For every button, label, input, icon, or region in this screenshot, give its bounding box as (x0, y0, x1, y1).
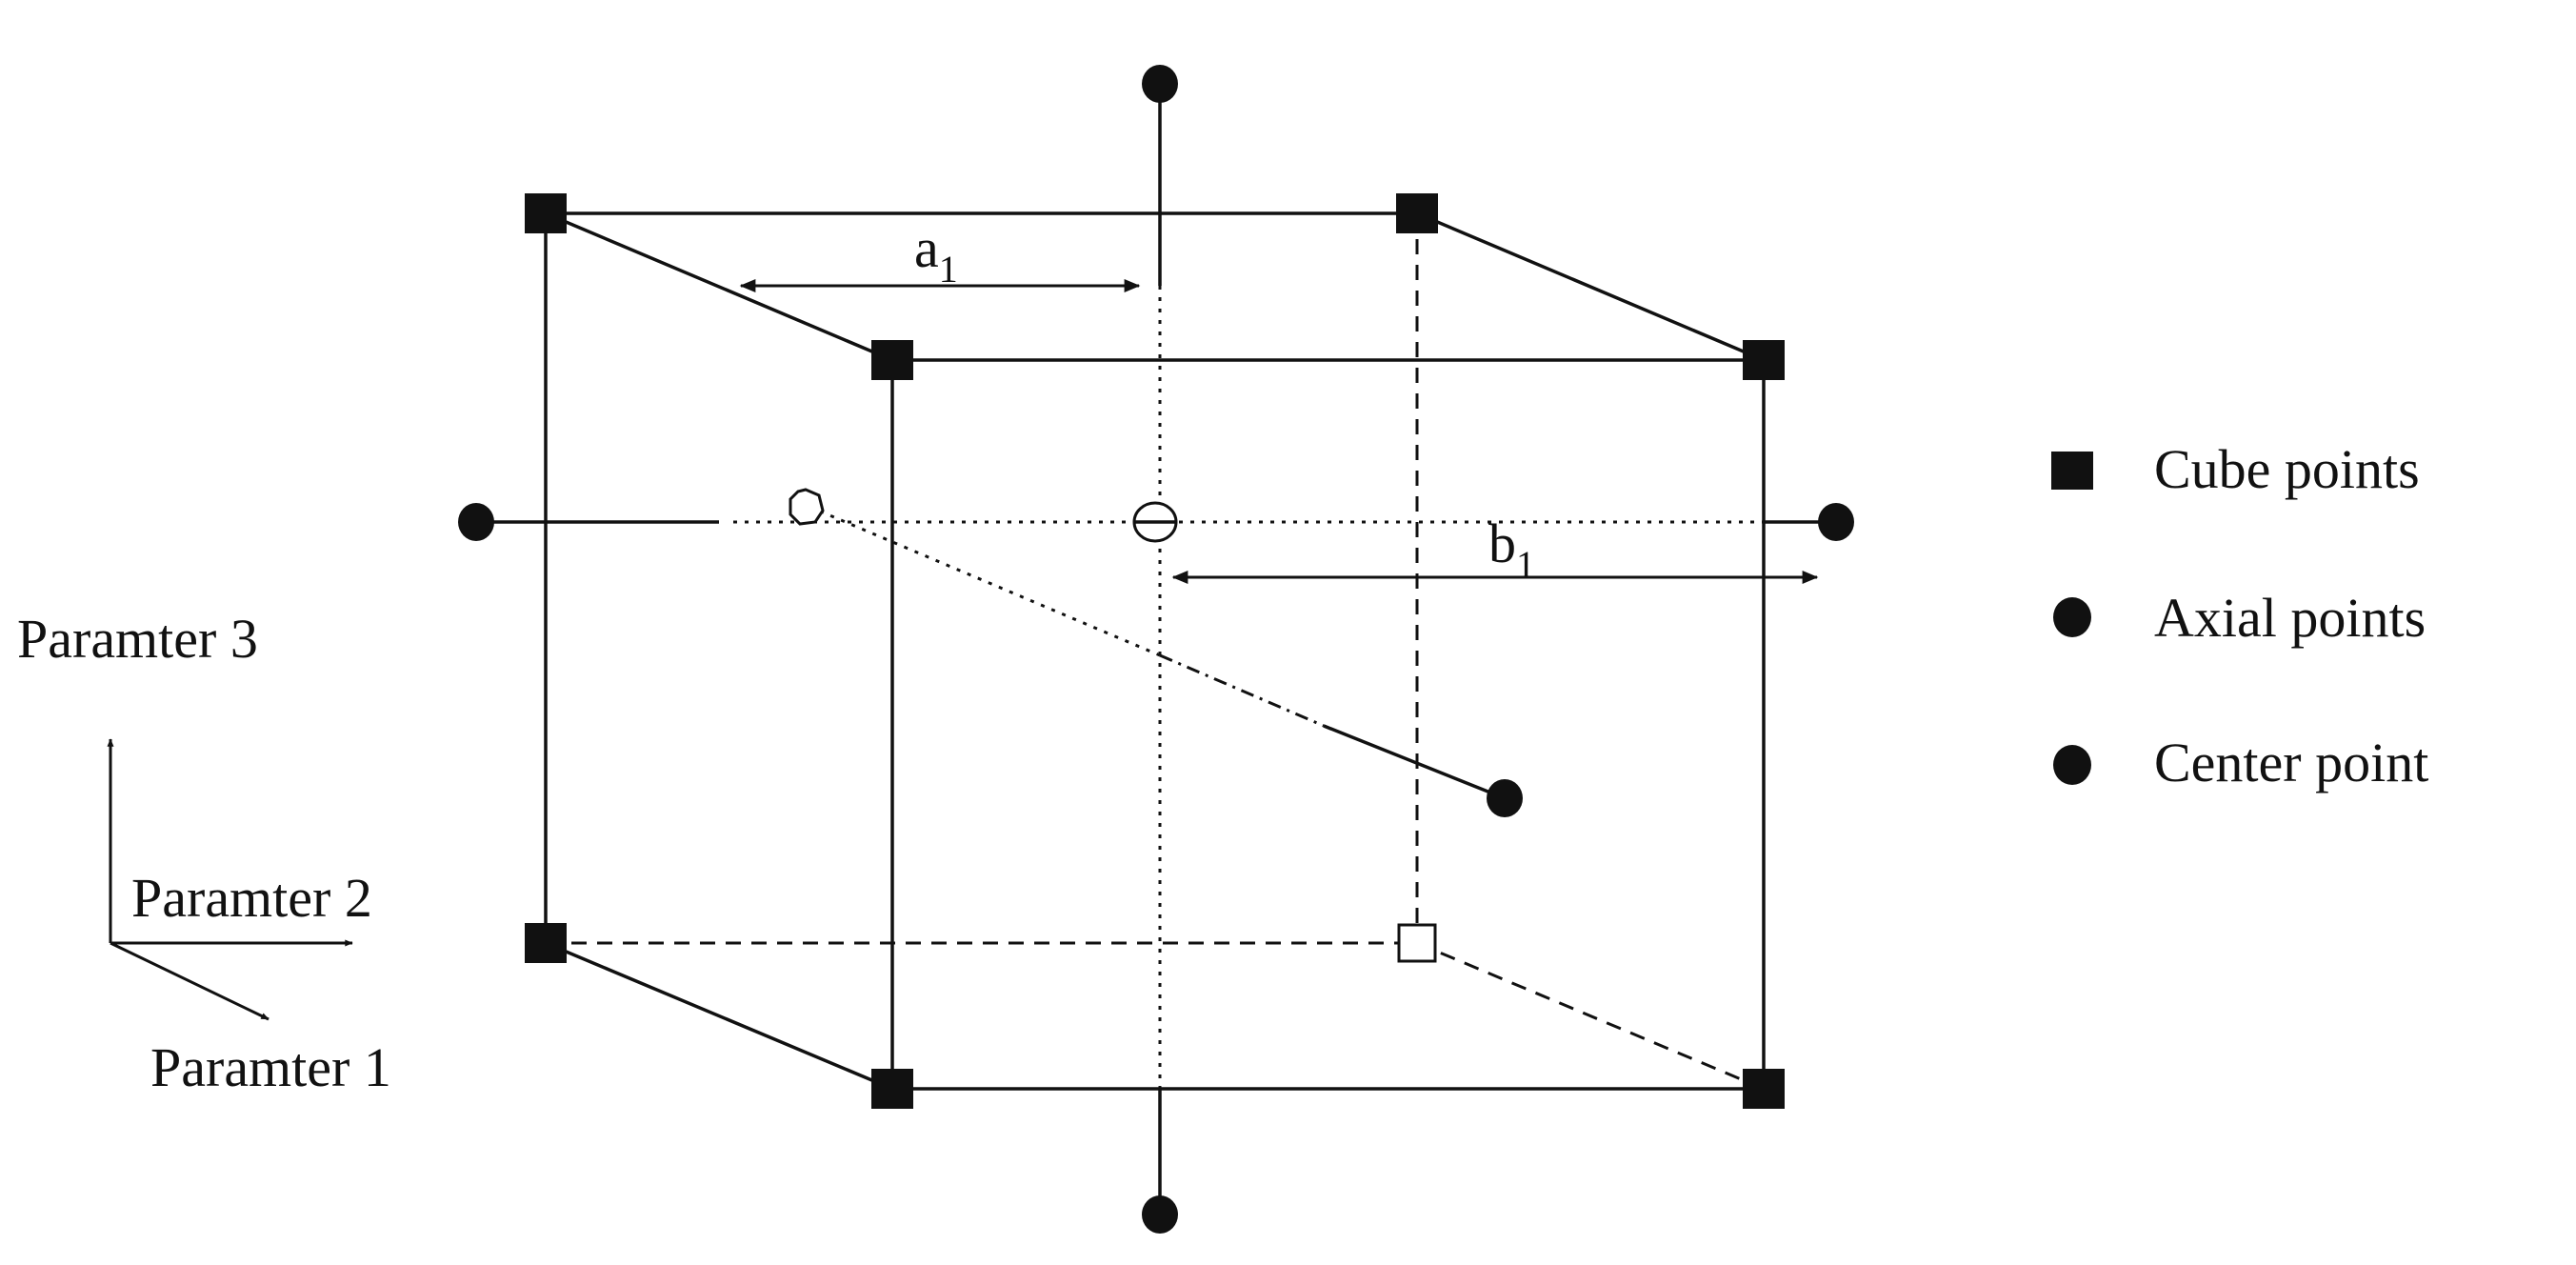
cube-points (525, 193, 1785, 1109)
dimension-annotations: a1 b1 (739, 217, 1819, 586)
cube-point (1743, 1069, 1785, 1109)
parameter-1-arrow (110, 941, 270, 1021)
cube-solid-edges (544, 211, 1766, 1091)
depth-axis-front-solid (1323, 724, 1506, 800)
legend-cube-label: Cube points (2154, 438, 2420, 500)
depth-edge-bottom-left (545, 941, 893, 1091)
hidden-cube-point (1397, 923, 1437, 963)
cube-point (1743, 340, 1785, 380)
axial-point (1142, 65, 1178, 103)
legend-cube-marker (2051, 452, 2093, 490)
axial-point (1142, 1195, 1178, 1234)
legend-center-marker (2053, 745, 2091, 785)
depth-axis-center-dashdot (1159, 653, 1325, 728)
axial-point (1818, 503, 1854, 541)
dimension-a1-label: a1 (914, 217, 958, 291)
parameter-2-label: Paramter 2 (131, 867, 372, 929)
depth-edge-top-left (545, 211, 893, 362)
axial-points (458, 65, 1854, 1234)
cube-point (871, 340, 913, 380)
legend-axial-label: Axial points (2154, 587, 2426, 649)
parameter-axes-indicator: Paramter 3 Paramter 2 Paramter 1 (17, 608, 391, 1098)
cube-hidden-edges (546, 213, 1765, 1091)
legend-center-label: Center point (2154, 732, 2428, 793)
cube-point (1396, 193, 1438, 233)
dimension-b1-label: b1 (1488, 512, 1535, 586)
cube-point (525, 923, 567, 963)
axial-point (1487, 779, 1523, 817)
hidden-axial-point (789, 488, 825, 526)
center-point-group (1132, 501, 1178, 543)
legend-axial-marker (2053, 597, 2091, 637)
depth-edge-top-right (1416, 211, 1765, 362)
legend: Cube points Axial points Center point (2051, 438, 2428, 793)
design-axes (476, 84, 1836, 1215)
cube-point (871, 1069, 913, 1109)
parameter-1-label: Paramter 1 (150, 1036, 391, 1098)
cube-point (525, 193, 567, 233)
parameter-3-label: Paramter 3 (17, 608, 258, 670)
depth-axis-back-dotted (809, 505, 1161, 657)
axial-point (458, 503, 494, 541)
hidden-depth-edge-bottom-right (1416, 941, 1765, 1091)
